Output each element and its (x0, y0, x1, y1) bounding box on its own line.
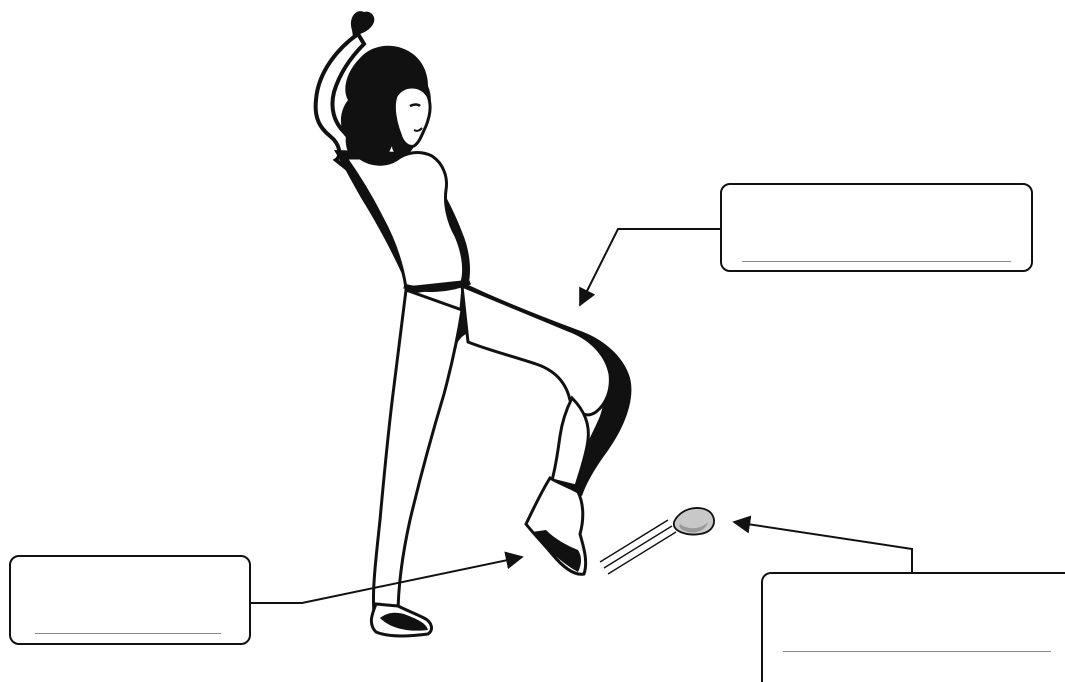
stone (674, 508, 714, 535)
dancer-torso (346, 153, 464, 288)
dancer-figure (316, 11, 632, 636)
answer-line-foot (35, 633, 221, 634)
motion-line (604, 526, 672, 568)
answer-line-stone (783, 651, 1051, 652)
motion-line (600, 520, 668, 562)
connector-leg-arrow (580, 229, 720, 305)
answer-line-leg (742, 261, 1011, 262)
dancer-standing-leg (373, 290, 462, 616)
connector-stone-arrow (734, 522, 912, 572)
label-box-foot[interactable] (9, 555, 251, 645)
motion-lines (600, 520, 676, 574)
motion-line (608, 532, 676, 574)
label-box-leg[interactable] (720, 183, 1033, 272)
label-box-stone[interactable] (761, 572, 1065, 682)
dancer-raised-thigh (462, 286, 610, 415)
dancer-face (394, 87, 430, 146)
